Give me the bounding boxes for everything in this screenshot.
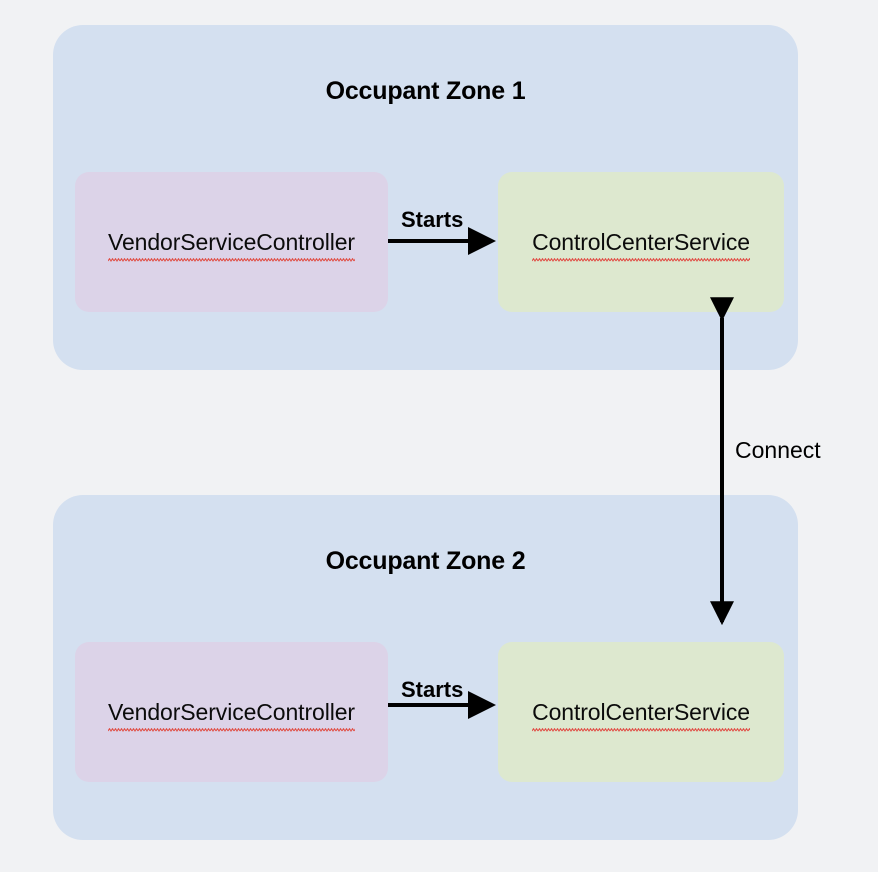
node-label-control-center-service-1: ControlCenterService <box>532 228 750 262</box>
node-label-vendor-service-controller-1: VendorServiceController <box>108 228 355 262</box>
edge-label-connect: Connect <box>735 437 821 463</box>
zone-container-1[interactable]: Occupant Zone 1 VendorServiceController … <box>53 25 798 370</box>
node-vendor-service-controller-2[interactable]: VendorServiceController <box>75 642 388 782</box>
zone-container-2[interactable]: Occupant Zone 2 VendorServiceController … <box>53 495 798 840</box>
zone-title-2: Occupant Zone 2 <box>325 547 526 575</box>
node-vendor-service-controller-1[interactable]: VendorServiceController <box>75 172 388 312</box>
edge-label-starts-2: Starts <box>401 677 464 702</box>
edge-label-starts-1: Starts <box>401 207 464 232</box>
node-label-vendor-service-controller-2: VendorServiceController <box>108 698 355 732</box>
node-control-center-service-2[interactable]: ControlCenterService <box>498 642 784 782</box>
zone-title-1: Occupant Zone 1 <box>325 77 526 105</box>
node-control-center-service-1[interactable]: ControlCenterService <box>498 172 784 312</box>
node-label-control-center-service-2: ControlCenterService <box>532 698 750 732</box>
